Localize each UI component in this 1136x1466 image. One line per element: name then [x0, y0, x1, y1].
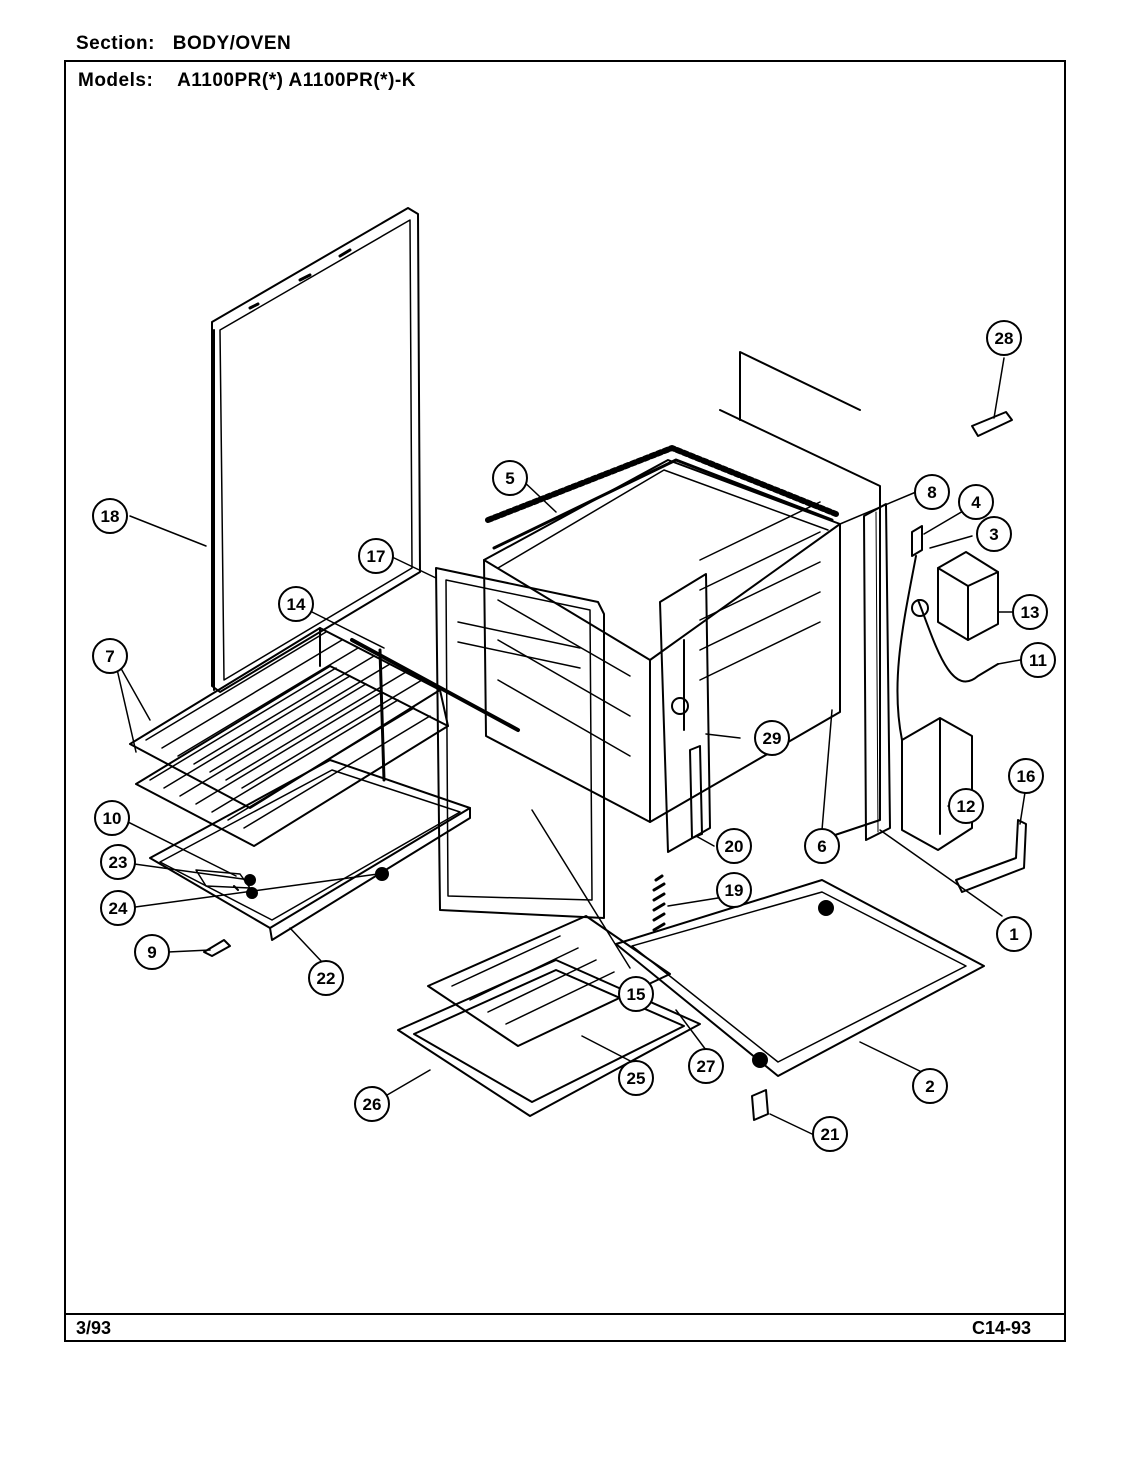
wire-lead-part: [896, 555, 999, 741]
callout-label-5: 5: [505, 469, 514, 488]
callout-label-22: 22: [317, 969, 336, 988]
anti-tip-bracket-part: [955, 819, 1027, 893]
callout-circle-20: [716, 828, 752, 864]
callout-circle-2: [912, 1068, 948, 1104]
callout-circle-21: [812, 1116, 848, 1152]
callout-circle-29: [754, 720, 790, 756]
callout-circle-26: [354, 1086, 390, 1122]
oven-racks-part: [129, 627, 449, 847]
callout-label-3: 3: [989, 525, 998, 544]
callout-circle-19: [716, 872, 752, 908]
callout-circle-23: [100, 844, 136, 880]
footer-divider: [64, 1313, 1066, 1315]
callout-label-6: 6: [817, 837, 826, 856]
callout-label-25: 25: [627, 1069, 646, 1088]
callout-circle-9: [134, 934, 170, 970]
oven-liner-part: [483, 445, 841, 823]
broiler-pan-part: [397, 959, 701, 1117]
callout-circle-27: [688, 1048, 724, 1084]
leveler-part: [818, 900, 834, 916]
callout-label-26: 26: [363, 1095, 382, 1114]
side-bracket-part: [659, 573, 711, 853]
callout-circle-14: [278, 586, 314, 622]
callout-label-20: 20: [725, 837, 744, 856]
callout-circle-3: [976, 516, 1012, 552]
terminal-block-part: [937, 551, 999, 641]
callout-label-18: 18: [101, 507, 120, 526]
leader-lines: [113, 357, 1027, 1135]
callout-circle-17: [358, 538, 394, 574]
callout-circle-10: [94, 800, 130, 836]
callout-circle-4: [958, 484, 994, 520]
callout-circle-8: [914, 474, 950, 510]
element-terminal-part: [378, 648, 386, 782]
callout-circle-11: [1020, 642, 1056, 678]
callout-circle-6: [804, 828, 840, 864]
hinge-part: [689, 745, 703, 839]
callout-label-14: 14: [287, 595, 306, 614]
models-label: Models:: [78, 70, 154, 91]
door-clip-part: [971, 411, 1013, 437]
callout-label-19: 19: [725, 881, 744, 900]
callout-label-10: 10: [103, 809, 122, 828]
callout-label-15: 15: [627, 985, 646, 1004]
callout-label-9: 9: [147, 943, 156, 962]
callout-label-11: 11: [1029, 651, 1047, 670]
clip-part: [203, 939, 231, 957]
screw-part: [246, 887, 258, 899]
callout-circle-5: [492, 460, 528, 496]
callout-label-13: 13: [1021, 603, 1040, 622]
broiler-drawer-pan-part: [149, 759, 471, 941]
bake-element-rod-part: [350, 638, 520, 732]
callout-circle-22: [308, 960, 344, 996]
thermostat-fitting-part: [911, 525, 923, 557]
callout-label-23: 23: [109, 853, 128, 872]
footer-date: 3/93: [76, 1318, 112, 1338]
side-panel-part: [863, 503, 891, 841]
callout-label-24: 24: [109, 899, 128, 918]
oven-front-frame-part: [435, 567, 605, 919]
callout-circle-12: [948, 788, 984, 824]
door-spring-part: [652, 874, 666, 932]
callout-circle-25: [618, 1060, 654, 1096]
callout-circle-16: [1008, 758, 1044, 794]
callout-circle-7: [92, 638, 128, 674]
callout-label-28: 28: [995, 329, 1014, 348]
section-header: Section: BODY/OVEN: [76, 33, 291, 55]
footer-code: C14-93: [972, 1318, 1032, 1338]
callout-label-2: 2: [925, 1077, 934, 1096]
callout-circle-24: [100, 890, 136, 926]
wire-cover-part: [901, 717, 973, 851]
insulation-wrap-part: [719, 351, 881, 841]
callout-circle-18: [92, 498, 128, 534]
leveling-leg-part: [751, 1089, 769, 1121]
rear-panel-part: [211, 207, 421, 693]
grommet-part: [911, 599, 929, 617]
callout-circle-1: [996, 916, 1032, 952]
callout-label-1: 1: [1009, 925, 1018, 944]
callout-label-29: 29: [763, 729, 782, 748]
callout-label-27: 27: [697, 1057, 716, 1076]
diagram-frame: [64, 60, 1066, 1342]
section-value: BODY/OVEN: [172, 33, 292, 54]
callout-label-7: 7: [105, 647, 114, 666]
section-label: Section:: [76, 33, 155, 54]
callout-label-16: 16: [1017, 767, 1036, 786]
callout-circle-15: [618, 976, 654, 1012]
callout-circle-28: [986, 320, 1022, 356]
callout-label-17: 17: [367, 547, 386, 566]
callout-label-4: 4: [971, 493, 981, 512]
leveler-part: [752, 1052, 768, 1068]
callout-label-8: 8: [927, 483, 936, 502]
callout-label-12: 12: [957, 797, 976, 816]
bracket-hole: [671, 697, 689, 715]
models-header: Models: A1100PR(*) A1100PR(*)-K: [78, 70, 416, 92]
callout-label-21: 21: [821, 1125, 840, 1144]
models-value: A1100PR(*) A1100PR(*)-K: [177, 70, 416, 91]
callout-group: 1234567891011121314151617181920212223242…: [92, 320, 1056, 1152]
callout-circle-13: [1012, 594, 1048, 630]
base-frame-part: [615, 879, 985, 1077]
